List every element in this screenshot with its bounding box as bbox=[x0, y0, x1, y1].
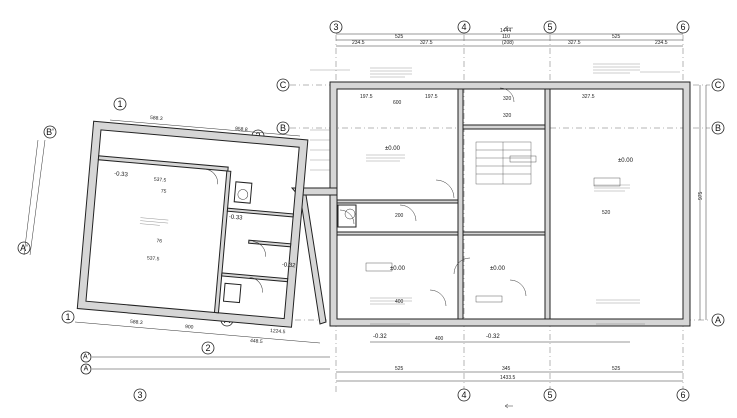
svg-text:320: 320 bbox=[503, 96, 512, 102]
svg-text:975: 975 bbox=[698, 191, 704, 200]
svg-text:B': B' bbox=[46, 127, 54, 137]
axis-bubble-B-prime: B' bbox=[43, 125, 57, 139]
axis-bubble-bottom-4: 4 bbox=[457, 388, 471, 402]
svg-text:200: 200 bbox=[395, 213, 404, 219]
axis-bubble-bottom-3: 3 bbox=[133, 388, 147, 402]
svg-text:-0.32: -0.32 bbox=[486, 334, 500, 340]
doors-main bbox=[339, 87, 527, 307]
svg-text:345: 345 bbox=[502, 366, 511, 372]
svg-text:525: 525 bbox=[395, 366, 404, 372]
svg-text:234.5: 234.5 bbox=[655, 40, 668, 46]
axis-bubble-top-3: 3 bbox=[329, 20, 343, 34]
svg-text:C: C bbox=[280, 80, 287, 90]
svg-text:525: 525 bbox=[612, 34, 621, 40]
svg-text:A: A bbox=[84, 366, 89, 373]
annex-dimensions: 588.3 958.8 1224.5 588.3 448.5 900 bbox=[23, 115, 321, 345]
svg-text:76: 76 bbox=[156, 238, 162, 244]
svg-text:-0.33: -0.33 bbox=[229, 214, 244, 221]
axis-bubble-bottom-A: A bbox=[80, 363, 92, 375]
axis-label: 6 bbox=[680, 390, 685, 400]
svg-text:600: 600 bbox=[393, 100, 402, 106]
main-building-walls bbox=[329, 81, 691, 327]
svg-text:588.3: 588.3 bbox=[150, 115, 163, 122]
svg-text:1444: 1444 bbox=[500, 28, 511, 34]
svg-text:958.8: 958.8 bbox=[235, 126, 248, 133]
axis-bubble-top-6: 6 bbox=[676, 20, 690, 34]
annotation-blocks bbox=[310, 63, 680, 325]
axis-bubble-top-5: 5 bbox=[543, 20, 557, 34]
svg-text:A': A' bbox=[20, 243, 28, 253]
axis-bubble-bottom-5: 5 bbox=[543, 388, 557, 402]
svg-text:±0.00: ±0.00 bbox=[618, 158, 634, 164]
svg-text:400: 400 bbox=[435, 336, 444, 342]
axis-label: C bbox=[715, 80, 722, 90]
axis-bubble-A-prime: A' bbox=[17, 241, 31, 255]
axis-label: 5 bbox=[547, 22, 552, 32]
svg-text:±0.00: ±0.00 bbox=[490, 266, 506, 272]
staircase bbox=[475, 141, 532, 185]
axis-label: 4 bbox=[461, 22, 466, 32]
axis-label: 3 bbox=[333, 22, 338, 32]
axis-bubble-right-B: B bbox=[711, 121, 725, 135]
svg-text:1: 1 bbox=[65, 312, 70, 322]
svg-text:±0.00: ±0.00 bbox=[390, 266, 406, 272]
dimension-chain-bottom: 525 345 525 1433.5 400 bbox=[336, 336, 683, 409]
svg-text:197.5: 197.5 bbox=[360, 94, 373, 100]
svg-text:1433.5: 1433.5 bbox=[500, 375, 516, 381]
svg-text:320: 320 bbox=[503, 113, 512, 119]
axis-bubble-bottom-A-prime: A' bbox=[80, 351, 92, 363]
axis-bubble-right-A: A bbox=[711, 313, 725, 327]
svg-text:-0.32: -0.32 bbox=[282, 262, 297, 269]
axis-bubble-left-B: B bbox=[276, 121, 290, 135]
svg-text:(208): (208) bbox=[502, 40, 514, 46]
svg-text:525: 525 bbox=[395, 34, 404, 40]
axis-bubble-left-C: C bbox=[276, 78, 290, 92]
room-dimensions-main: 197.5 600 197.5 327.5 520 320 200 320 40… bbox=[360, 94, 611, 305]
svg-text:327.5: 327.5 bbox=[420, 40, 433, 46]
svg-text:-0.33: -0.33 bbox=[114, 171, 129, 178]
axis-label: 5 bbox=[547, 390, 552, 400]
svg-text:537.5: 537.5 bbox=[147, 255, 160, 262]
svg-text:537.5: 537.5 bbox=[154, 177, 167, 184]
svg-text:B: B bbox=[280, 123, 286, 133]
svg-text:2: 2 bbox=[205, 343, 210, 353]
axis-label: B bbox=[715, 123, 721, 133]
svg-text:327.5: 327.5 bbox=[582, 94, 595, 100]
svg-text:197.5: 197.5 bbox=[425, 94, 438, 100]
svg-text:400: 400 bbox=[395, 299, 404, 305]
svg-text:448.5: 448.5 bbox=[250, 338, 263, 345]
svg-text:±0.00: ±0.00 bbox=[385, 146, 401, 152]
axis-label: 6 bbox=[680, 22, 685, 32]
svg-text:-0.32: -0.32 bbox=[373, 334, 387, 340]
axis-bubble-annex-1-bottom: 1 bbox=[61, 310, 75, 324]
svg-text:110: 110 bbox=[502, 34, 510, 40]
svg-text:1224.5: 1224.5 bbox=[270, 328, 286, 335]
annex-building: -0.33 -0.33 -0.32 537.5 537.5 75 76 bbox=[76, 120, 309, 328]
axis-bubble-top-4: 4 bbox=[457, 20, 471, 34]
axis-bubble-annex-1-top: 1 bbox=[113, 97, 127, 111]
svg-text:588.3: 588.3 bbox=[130, 319, 143, 326]
axis-bubble-bottom-6: 6 bbox=[676, 388, 690, 402]
svg-text:234.5: 234.5 bbox=[352, 40, 365, 46]
axis-label: A bbox=[715, 315, 721, 325]
svg-text:327.5: 327.5 bbox=[568, 40, 581, 46]
svg-text:520: 520 bbox=[602, 210, 611, 216]
dimension-chain-top: 1444 525 110 525 234.5 327.5 (208) 327.5… bbox=[336, 25, 683, 47]
svg-text:525: 525 bbox=[612, 366, 621, 372]
axis-bubble-right-C: C bbox=[711, 78, 725, 92]
axis-label: 3 bbox=[137, 390, 142, 400]
svg-text:900: 900 bbox=[185, 324, 194, 331]
level-markers-main: ±0.00 ±0.00 ±0.00 ±0.00 -0.32 -0.32 bbox=[373, 146, 634, 340]
svg-text:1: 1 bbox=[117, 99, 122, 109]
svg-text:75: 75 bbox=[161, 188, 167, 194]
axis-label: 4 bbox=[461, 390, 466, 400]
svg-text:A': A' bbox=[83, 354, 89, 361]
axis-bubble-annex-2-bottom: 2 bbox=[201, 341, 215, 355]
